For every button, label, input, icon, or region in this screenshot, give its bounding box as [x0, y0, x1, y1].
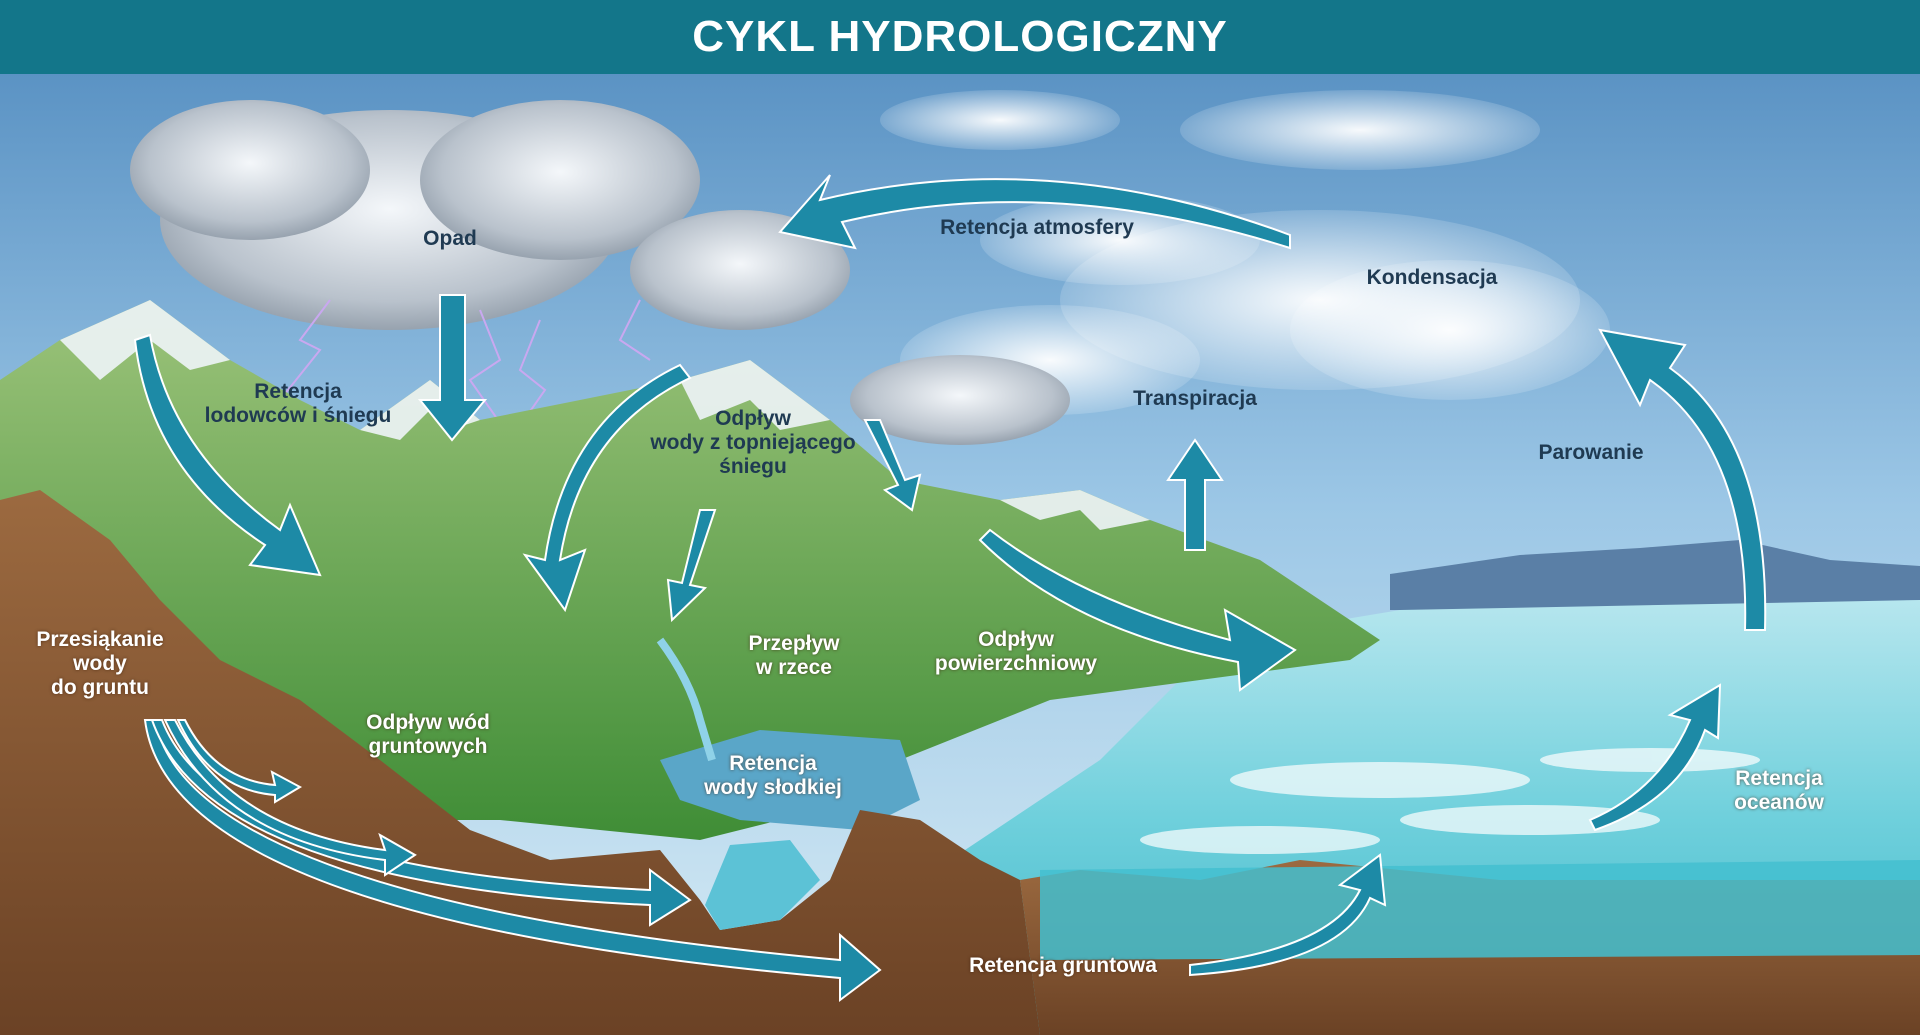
label-precipitation: Opad: [423, 227, 477, 250]
flow-arrows: [133, 174, 1767, 1002]
storm-clouds: [130, 100, 1070, 445]
arrow-groundwater-outflow: [163, 719, 417, 877]
lake-bottom-water: [705, 840, 820, 930]
label-condensation: Kondensacja: [1366, 266, 1498, 289]
arrow-evaporation: [1598, 328, 1767, 631]
white-clouds: [880, 90, 1610, 415]
label-evaporation: Parowanie: [1538, 441, 1644, 464]
label-surface-runoff: Odpływ powierzchniowy: [934, 628, 1098, 675]
label-groundwater-retention: Retencja gruntowa: [969, 954, 1157, 977]
arrow-groundwater-to-ocean: [1189, 853, 1387, 977]
arrow-atmosphere-retention: [778, 174, 1291, 250]
arrow-glacier-runoff: [133, 333, 322, 577]
arrow-precipitation: [417, 294, 488, 442]
arrow-groundwater-short: [176, 719, 303, 804]
label-atmosphere-retention: Retencja atmosfery: [940, 216, 1134, 239]
label-freshwater-retention: Retencja wody słodkiej: [704, 752, 842, 799]
arrow-snowmelt-runoff-right: [863, 419, 922, 512]
arrow-snowmelt-runoff-small: [666, 509, 717, 623]
diagram-title: CYKL HYDROLOGICZNY: [692, 12, 1228, 61]
river: [656, 637, 716, 762]
soil-cross-section: [0, 490, 1040, 1035]
hydrological-scene: [0, 74, 1920, 1035]
label-ocean-retention: Retencja oceanów: [1734, 767, 1824, 814]
freshwater-lake: [660, 730, 920, 830]
label-transpiration: Transpiracja: [1133, 387, 1257, 410]
label-river-flow: Przepływ w rzece: [748, 632, 840, 679]
arrow-snowmelt-runoff-left: [522, 363, 692, 613]
label-groundwater-outflow: Odpływ wód gruntowych: [366, 711, 490, 758]
label-snowmelt-runoff: Odpływ wody z topniejącego śniegu: [650, 407, 856, 478]
arrow-transpiration: [1166, 438, 1224, 551]
groundwater-sea-layer: [1040, 860, 1920, 960]
waves: [1140, 748, 1760, 854]
arrow-surface-runoff: [978, 528, 1297, 692]
arrow-groundwater-deep: [143, 719, 882, 1002]
label-infiltration: Przesiąkanie wody do gruntu: [36, 628, 164, 699]
distant-mountain: [1390, 540, 1920, 610]
arrow-ocean-evaporation: [1588, 683, 1722, 832]
label-glacier-snow-retention: Retencja lodowców i śniegu: [204, 380, 392, 427]
title-bar: CYKL HYDROLOGICZNY: [0, 0, 1920, 74]
